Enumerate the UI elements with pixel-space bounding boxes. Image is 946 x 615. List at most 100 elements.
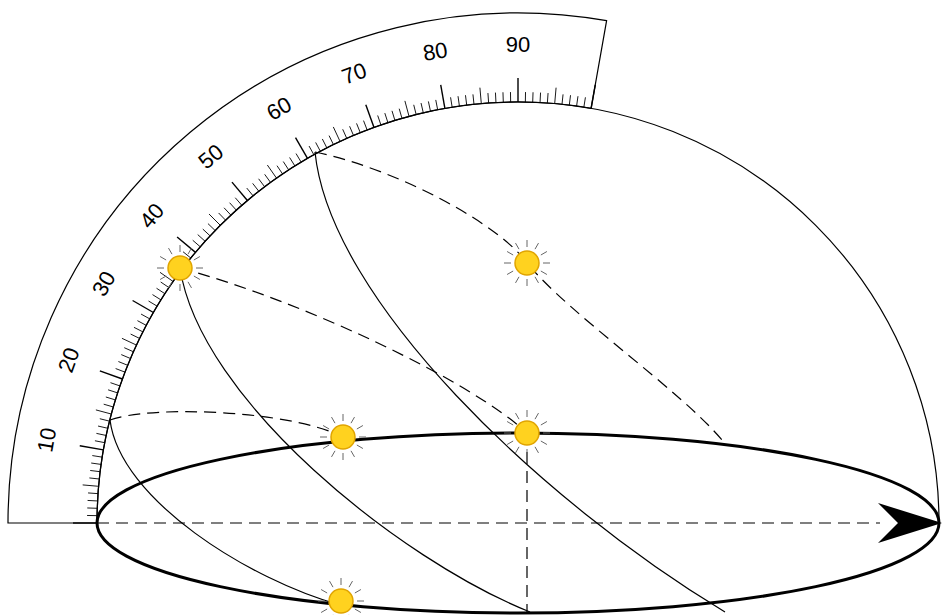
scale-tick <box>87 515 97 516</box>
scale-tick <box>458 96 459 106</box>
sun-ray <box>321 590 327 594</box>
scale-tick <box>232 182 247 200</box>
sun-ray <box>541 422 547 426</box>
sun-ray <box>507 441 513 445</box>
equinox-path-front <box>180 268 530 612</box>
scale-tick <box>316 142 321 151</box>
sun-ray <box>351 417 355 423</box>
scale-tick <box>569 95 570 105</box>
scale-tick <box>343 129 347 138</box>
scale-tick <box>480 88 481 104</box>
scale-tick <box>124 348 133 352</box>
sun-ray <box>355 609 361 613</box>
sun-ray <box>507 271 513 275</box>
scale-tick <box>177 237 195 252</box>
scale-tick <box>247 188 253 196</box>
sun-ray <box>341 578 342 585</box>
scale-tick <box>100 371 123 379</box>
winter-path-back <box>110 412 343 437</box>
scale-tick <box>495 93 497 103</box>
sun-ray <box>504 263 511 264</box>
scale-tick <box>283 162 288 170</box>
scale-tick <box>198 235 205 242</box>
scale-tick <box>357 123 361 132</box>
sun-ray <box>535 277 539 283</box>
scale-tick <box>110 383 119 386</box>
sun-ray <box>357 426 363 430</box>
scale-tick <box>532 92 533 102</box>
scale-tick <box>584 97 586 107</box>
sun-ray <box>323 445 329 449</box>
scale-tick <box>89 478 99 479</box>
sun-ray <box>323 426 329 430</box>
sun-disc <box>515 251 539 275</box>
winter-path-front <box>110 420 340 605</box>
scale-tick <box>296 154 301 163</box>
sun-markers <box>157 240 550 615</box>
sun-ray <box>194 276 200 280</box>
scale-tick <box>224 208 231 215</box>
scale-tick <box>116 369 125 373</box>
scale-tick <box>141 314 150 319</box>
scale-tick <box>277 166 283 174</box>
sun-ray <box>355 590 361 594</box>
scale-tick <box>96 433 106 435</box>
sun-ray <box>359 437 366 438</box>
sun-ray <box>541 271 547 275</box>
scale-tick <box>385 113 388 123</box>
scale-tick <box>517 78 518 102</box>
scale-tick <box>108 390 118 393</box>
scale-tick <box>364 121 368 130</box>
scale-tick <box>441 85 445 109</box>
sun-ray <box>543 433 550 434</box>
scale-tick <box>525 92 526 102</box>
scale-tick <box>92 456 102 458</box>
scale-tick <box>405 101 409 116</box>
scale-tick <box>219 213 226 220</box>
scale-tick <box>577 96 578 106</box>
sun-ray <box>332 417 336 423</box>
scale-tick <box>399 109 402 119</box>
scale-tick <box>95 441 105 443</box>
sun-ray <box>196 268 203 269</box>
scale-tick <box>87 507 97 508</box>
sun-symbol <box>157 245 203 291</box>
sun-ray <box>160 257 166 261</box>
scale-number: 80 <box>421 39 449 65</box>
sun-ray <box>527 279 528 286</box>
scale-tick <box>555 88 556 104</box>
scale-tick <box>88 492 98 494</box>
scale-tick <box>378 115 381 124</box>
scale-tick <box>329 136 333 145</box>
sun-ray <box>527 240 528 247</box>
sun-disc <box>329 589 353 613</box>
scale-tick <box>149 301 158 306</box>
sun-disc <box>168 256 192 280</box>
sun-symbol <box>504 410 550 456</box>
scale-tick <box>366 105 374 128</box>
sun-ray <box>527 449 528 456</box>
scale-tick <box>562 94 563 104</box>
scale-tick <box>90 470 100 471</box>
scale-tick <box>290 157 295 165</box>
scale-tick <box>203 229 210 236</box>
meridian-line <box>526 433 527 613</box>
sun-ray <box>541 441 547 445</box>
scale-tick <box>193 240 201 247</box>
sun-disc <box>331 425 355 449</box>
sun-symbol <box>318 578 364 615</box>
scale-tick <box>253 183 259 191</box>
sun-ray <box>507 252 513 256</box>
scale-tick <box>137 321 146 326</box>
direction-arrow <box>878 503 942 543</box>
sun-ray <box>343 414 344 421</box>
scale-tick <box>487 93 489 103</box>
scale-tick <box>104 404 114 407</box>
scale-tick <box>118 362 127 366</box>
sun-ray <box>535 413 539 419</box>
sun-ray <box>194 257 200 261</box>
scale-tick <box>502 92 503 102</box>
sun-ray <box>516 277 520 283</box>
